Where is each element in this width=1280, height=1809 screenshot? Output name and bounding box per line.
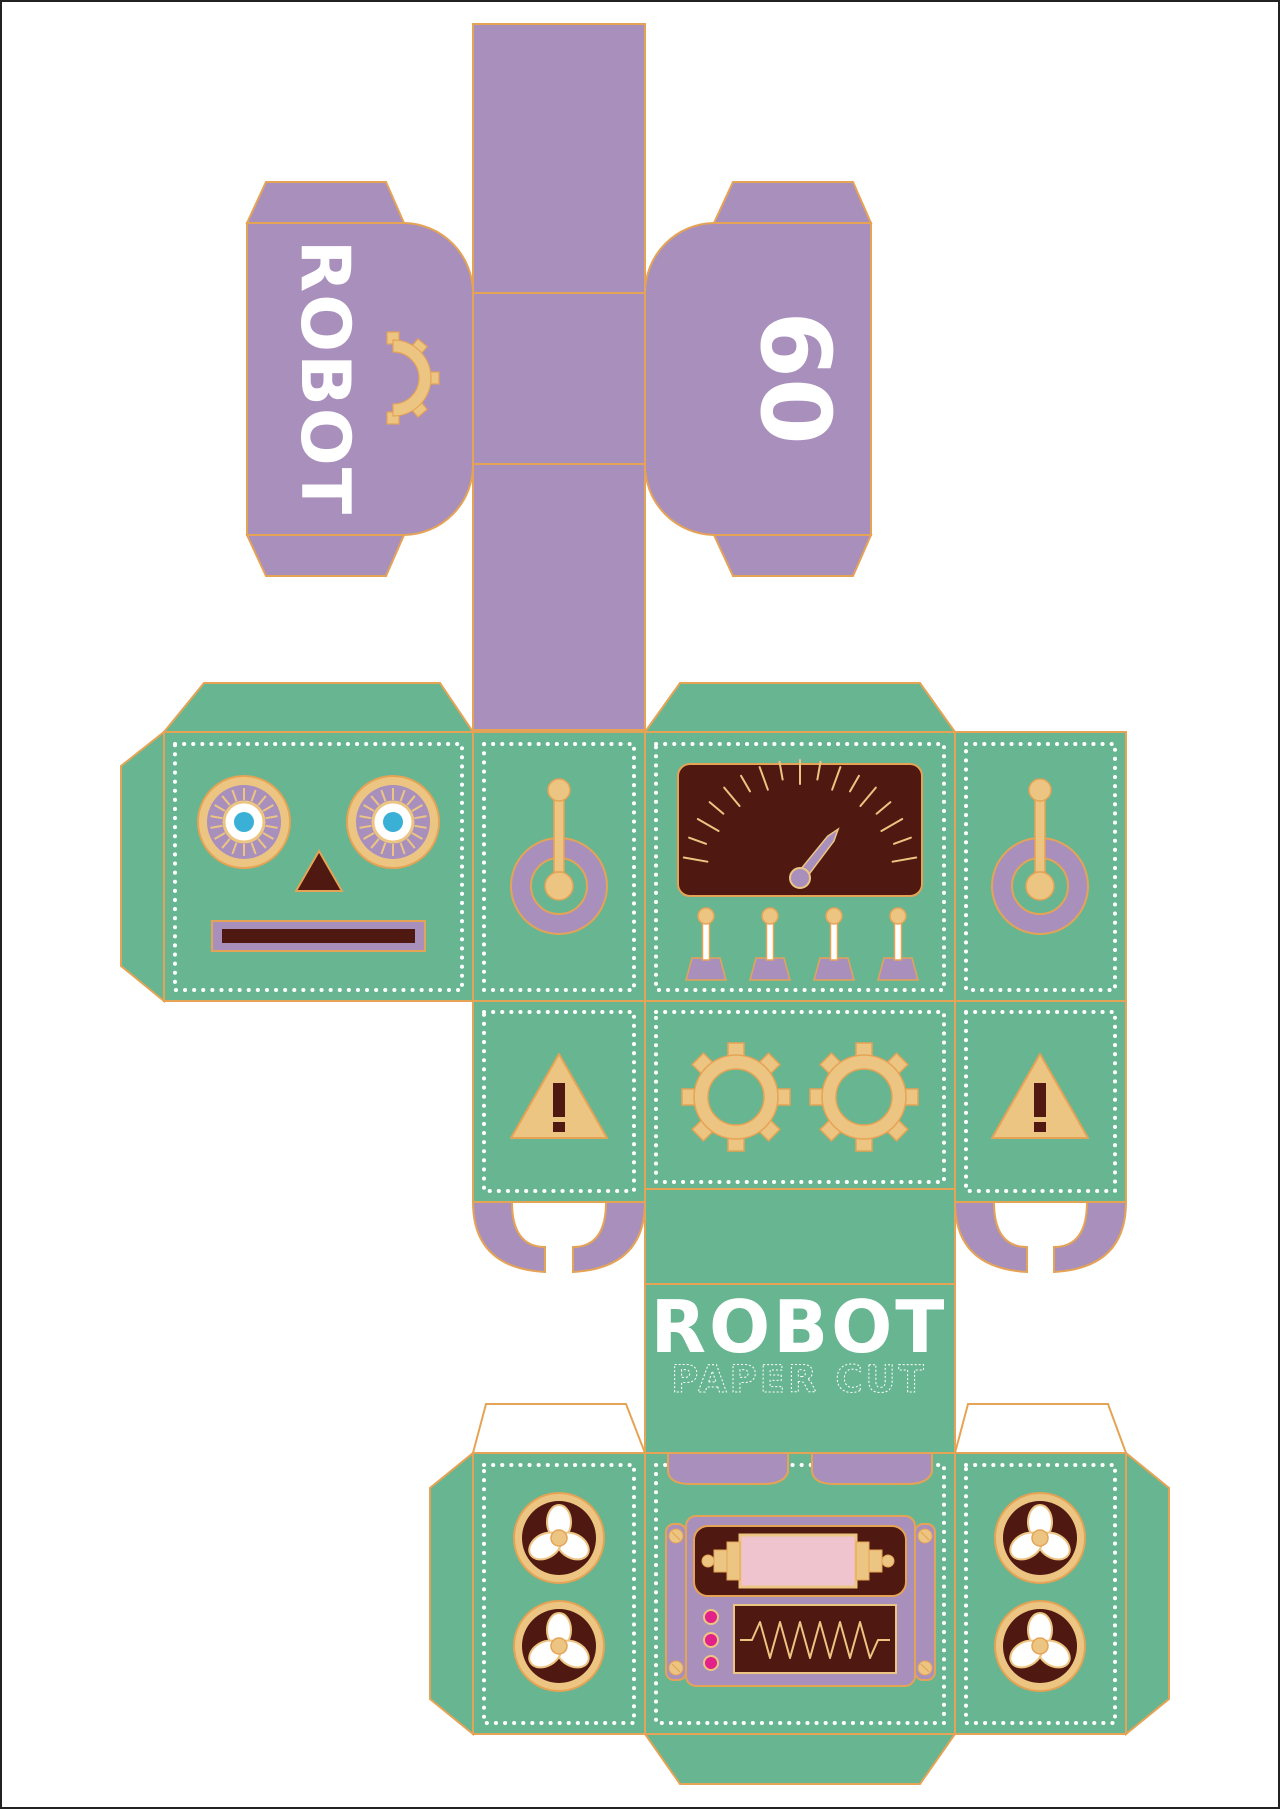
arm-strip (472, 23, 646, 731)
glue-tab (953, 1403, 1128, 1454)
leg-tab (811, 1452, 933, 1485)
fan-icon (513, 1600, 605, 1692)
indicator-lights (703, 1609, 719, 1671)
control-box (665, 1515, 936, 1687)
mouth-slot (222, 929, 415, 943)
claw-hand (471, 1201, 647, 1274)
speedometer-gauge (677, 759, 923, 897)
oscilloscope-screen (733, 1604, 897, 1674)
nose-icon (294, 848, 344, 892)
fan-icon (994, 1600, 1086, 1692)
gear-icon (809, 1042, 919, 1152)
arm-right-label: 60 (739, 311, 851, 445)
base-bottom-flap (643, 1733, 957, 1785)
left-eye-icon (196, 774, 292, 870)
subtitle-text: PAPER CUT (671, 1358, 927, 1401)
base-side-flap (1125, 1450, 1170, 1737)
glue-tab (471, 1403, 647, 1454)
top-row-panels (163, 731, 1127, 1002)
head-side-flap (120, 729, 165, 1004)
right-eye-icon (345, 774, 441, 870)
stitch-lines (482, 1463, 1117, 1725)
base-side-flap (429, 1450, 474, 1737)
right-arm-panel (643, 181, 873, 577)
head-top-flap (161, 682, 475, 733)
left-arm-panel (245, 181, 475, 577)
claw-hand (953, 1201, 1128, 1274)
stitch-lines (482, 1010, 1117, 1193)
title-text: ROBOT (651, 1285, 948, 1369)
chest-top-flap (643, 682, 957, 733)
bulb-icon (693, 1525, 907, 1597)
half-gear-icon (386, 331, 440, 425)
leg-tab (667, 1452, 789, 1485)
gear-icon (681, 1042, 791, 1152)
arm-left-label: ROBOT (285, 240, 364, 516)
fan-icon (994, 1492, 1086, 1584)
stitch-lines (173, 742, 1117, 992)
fan-icon (513, 1492, 605, 1584)
